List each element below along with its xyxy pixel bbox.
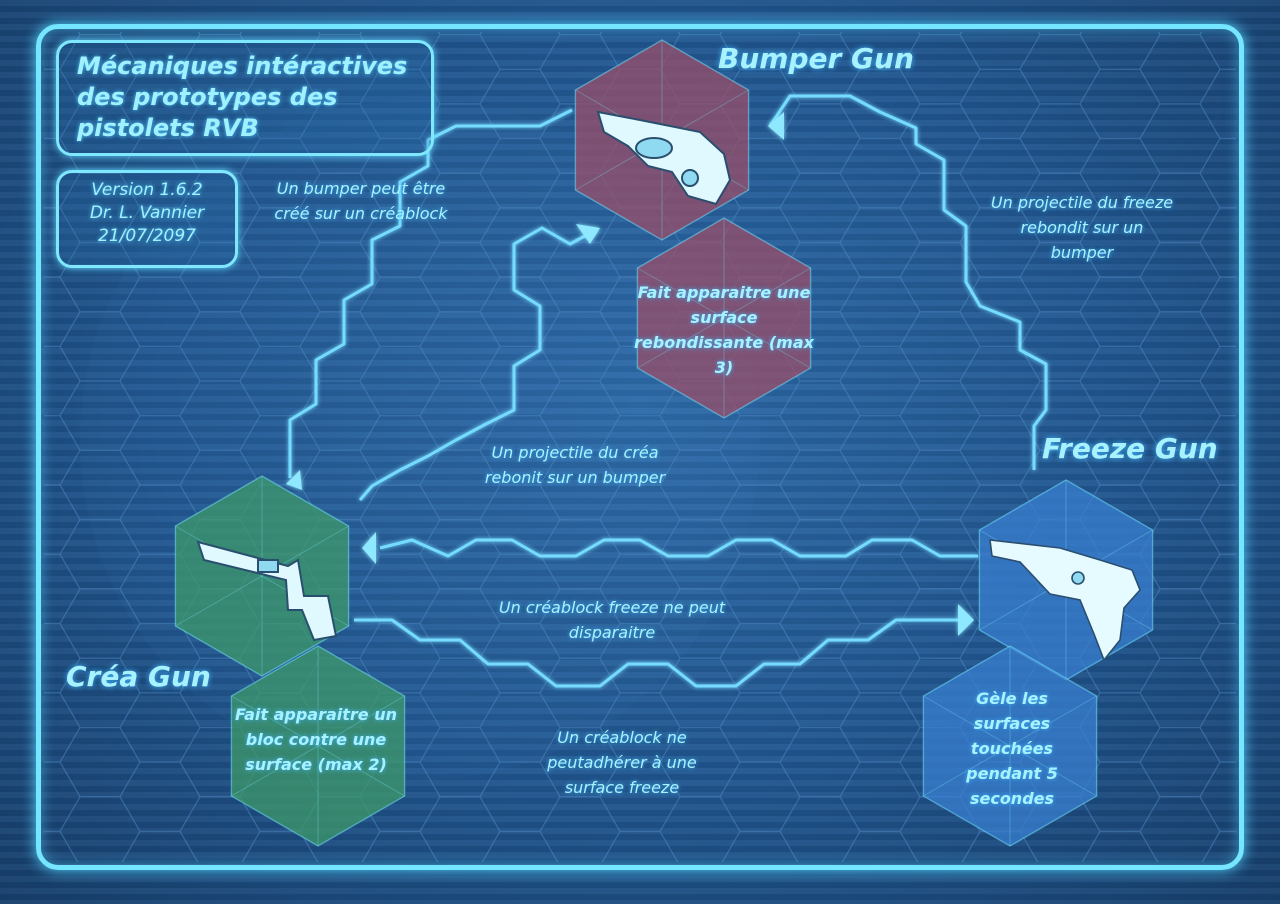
bumper-description-hex [636, 217, 812, 419]
freeze-gun-title: Freeze Gun [1042, 432, 1218, 465]
date-label: 21/07/2097 [98, 226, 196, 246]
arrow-to-bumper-icon [768, 112, 784, 140]
version-label: Version 1.6.2 [91, 180, 203, 200]
path-bumper-to-crea-inner [358, 226, 597, 501]
arrow-to-crea-icon [362, 532, 376, 564]
bumper-gun-title: Bumper Gun [718, 42, 914, 75]
crea-gun-icon [196, 540, 338, 642]
title-box: Mécaniques intéractives des prototypes d… [56, 40, 434, 156]
path-freeze-to-crea [379, 538, 978, 558]
crea-gun-title: Créa Gun [66, 660, 211, 693]
freeze-gun-icon [989, 539, 1141, 662]
label-crea-to-bumper: Un bumper peut être créé sur un créabloc… [274, 179, 448, 223]
freeze-gun-description: Gèle les surfaces touchées pendant 5 sec… [966, 689, 1058, 808]
freeze-description-hex [922, 645, 1098, 847]
bumper-gun-description: Fait apparaitre une surface rebondissant… [634, 283, 814, 377]
path-freeze-to-bumper [768, 94, 1048, 470]
board-frame [36, 24, 1244, 870]
label-freeze-to-crea: Un créablock freeze ne peut disparaitre [498, 598, 726, 642]
meta-box: Version 1.6.2 Dr. L. Vannier 21/07/2097 [56, 170, 238, 268]
diagram-title: Mécaniques intéractives des prototypes d… [77, 52, 408, 142]
author-label: Dr. L. Vannier [89, 203, 205, 223]
hex-grid [44, 32, 1236, 862]
label-bumper-to-crea: Un projectile du créa rebonit sur un bum… [484, 443, 666, 487]
bumper-gun-icon [596, 110, 732, 206]
path-crea-to-freeze [354, 618, 960, 688]
label-freeze-to-bumper: Un projectile du freeze rebondit sur un … [990, 193, 1174, 262]
label-crea-to-freeze: Un créablock ne peutadhérer à une surfac… [547, 728, 697, 797]
arrow-to-bumper-inner-icon [576, 224, 600, 244]
path-crea-to-bumper [288, 108, 573, 478]
crea-gun-description: Fait apparaitre un bloc contre une surfa… [234, 705, 397, 774]
arrow-to-crea-outer-icon [286, 470, 302, 490]
crea-description-hex [230, 645, 406, 847]
arrow-to-freeze-icon [958, 604, 974, 636]
